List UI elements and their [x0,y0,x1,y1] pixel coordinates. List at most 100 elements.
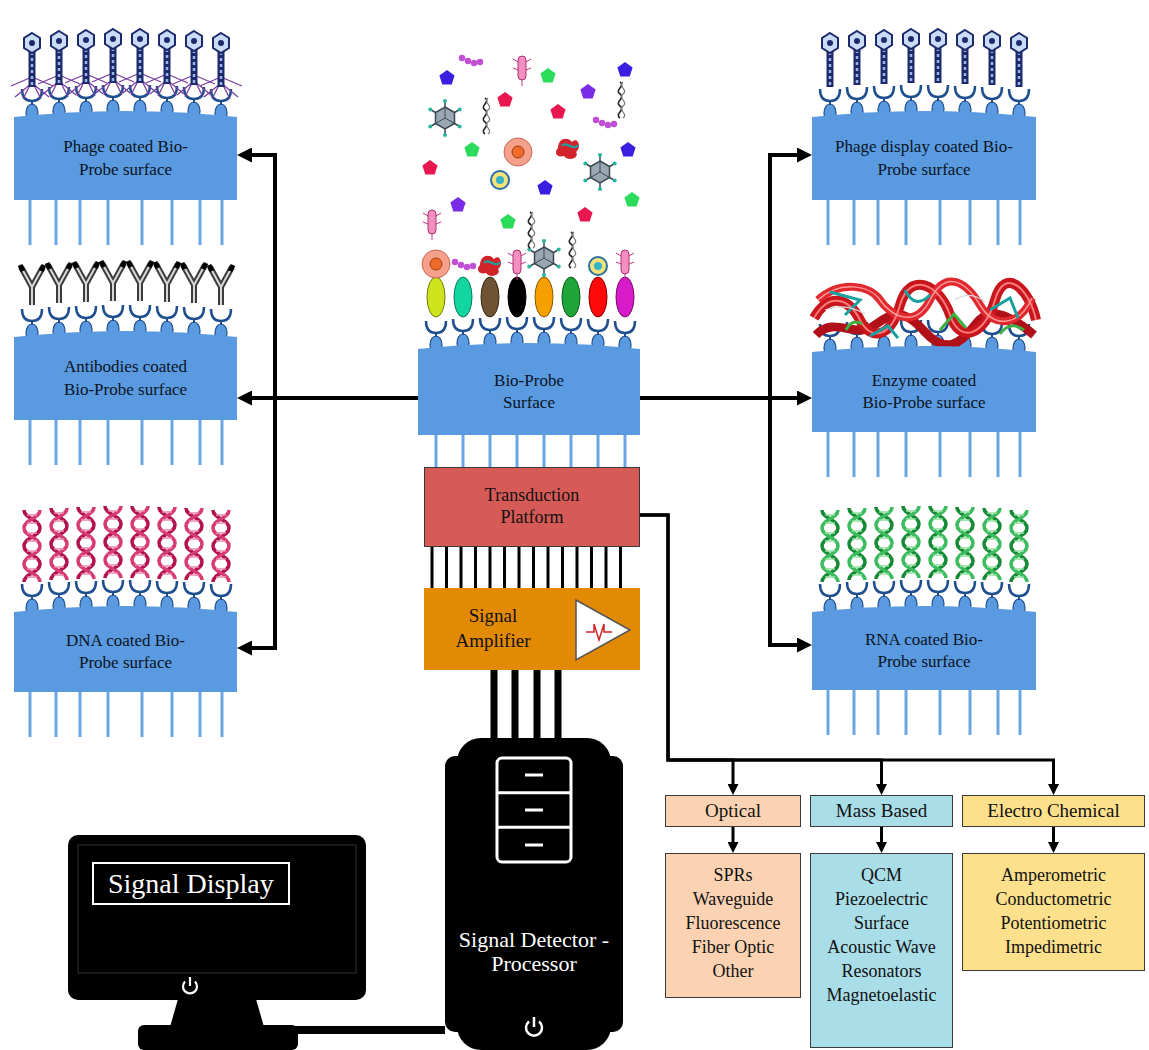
text-holder: RNA coated Bio-Probe surface [812,600,1036,690]
probe-surface: Enzyme coated Bio-Probe surface [812,340,1036,432]
dna-layer [24,506,229,582]
probe-surface: Bio-Probe Surface [418,337,640,435]
power-icon [526,1017,542,1036]
method-list: SPRs Waveguide Fluorescence Fiber Optic … [665,853,801,998]
node-label: Transduction Platform [467,485,597,528]
connector [640,515,1054,784]
text-holder: Antibodies coated Bio-Probe surface [14,325,237,420]
text-holder: Signal Amplifier [424,588,640,670]
amplifier-symbol [576,600,630,660]
node-label: SPRs Waveguide Fluorescence Fiber Optic … [678,864,788,984]
connector [252,155,418,398]
connector [494,670,558,738]
node-label: Signal Amplifier [438,604,548,653]
text-holder: Signal Display [68,835,366,1050]
connector [432,547,621,588]
probe-pins [828,432,1020,477]
bound-receptors [427,277,634,317]
phage-layer [11,29,242,99]
node-label: Amperometric Conductometric Potentiometr… [974,864,1134,960]
probe-surface: Phage display coated Bio- Probe surface [812,105,1036,200]
probe-pins [30,692,222,737]
connector [640,398,797,645]
monitor-frame [68,835,366,1000]
connector [880,827,883,842]
phage-display-layer [822,29,1027,87]
drawer-lines [497,775,571,845]
probe-surface: RNA coated Bio-Probe surface [812,600,1036,690]
cable [293,1026,366,1034]
probe-pins [828,200,1020,245]
dome-body [14,606,237,692]
text-holder: Signal Detector -Processor [445,738,623,1050]
connector [366,1026,445,1034]
text-holder: SPRs Waveguide Fluorescence Fiber Optic … [666,854,800,997]
dome-body [418,343,640,435]
dome-body [812,606,1036,690]
connector [252,398,418,648]
node-label: Electro Chemical [987,800,1119,823]
dome-body [14,111,237,200]
probe-surface: Phage coated Bio- Probe surface [14,105,237,200]
monitor-screen [78,845,356,973]
probe-pins [828,690,1020,735]
text-holder: Phage coated Bio- Probe surface [14,105,237,200]
node-label: Enzyme coated Bio-Probe surface [859,370,989,414]
tower-shape [445,738,623,1050]
connector [640,155,797,398]
amplifier-box: Signal Amplifier [424,588,640,670]
probe-surface: Antibodies coated Bio-Probe surface [14,325,237,420]
node-label: RNA coated Bio-Probe surface [859,629,989,673]
node-label: Antibodies coated Bio-Probe surface [51,356,201,400]
tower-body [457,738,611,1050]
probe-pins [30,200,222,245]
node-label: Phage coated Bio- Probe surface [61,136,191,180]
connector [1052,827,1055,842]
monitor-neck [170,999,264,1027]
process-box: Optical [665,795,801,827]
text-holder: DNA coated Bio-Probe surface [14,600,237,692]
enzyme-layer [814,281,1036,344]
node-label: Optical [705,800,761,823]
text-holder: QCM Piezoelectric Surface Acoustic Wave … [811,854,952,1047]
node-label: Signal Detector -Processor [455,928,613,976]
text-holder: Enzyme coated Bio-Probe surface [812,340,1036,432]
antibody-layer [20,261,233,305]
node-label: DNA coated Bio-Probe surface [61,630,191,674]
signal-glyph [586,624,612,640]
drawer-icon [497,758,571,862]
monitor-base [138,1025,298,1050]
rna-layer [822,506,1027,582]
node-label: QCM Piezoelectric Surface Acoustic Wave … [825,864,939,1008]
processor-tower: Signal Detector -Processor [445,738,623,1050]
analytes [422,55,640,280]
node-label: Signal Display [92,862,290,905]
text-holder: Amperometric Conductometric Potentiometr… [963,854,1144,970]
node-label: Mass Based [836,800,927,823]
dome-body [812,346,1036,432]
text-holder: Optical [666,796,800,826]
node-label: Phage display coated Bio- Probe surface [834,136,1014,180]
process-box: Electro Chemical [962,795,1145,827]
text-holder: Electro Chemical [963,796,1144,826]
text-holder: Phage display coated Bio- Probe surface [812,105,1036,200]
connector [640,515,733,784]
display-monitor: Signal Display [68,835,366,1050]
probe-pins [30,420,222,465]
method-list: QCM Piezoelectric Surface Acoustic Wave … [810,853,953,1048]
method-list: Amperometric Conductometric Potentiometr… [962,853,1145,971]
process-box: Transduction Platform [424,467,640,547]
text-holder: Transduction Platform [425,468,639,546]
probe-surface: DNA coated Bio-Probe surface [14,600,237,692]
text-holder: Mass Based [811,796,952,826]
dome-body [812,111,1036,200]
connector [732,827,735,842]
amp-shape [424,588,640,670]
dome-body [14,331,237,420]
text-holder: Bio-Probe Surface [418,337,640,435]
power-icon [183,977,197,993]
node-label: Bio-Probe Surface [479,370,579,414]
process-box: Mass Based [810,795,953,827]
connector [436,435,625,467]
